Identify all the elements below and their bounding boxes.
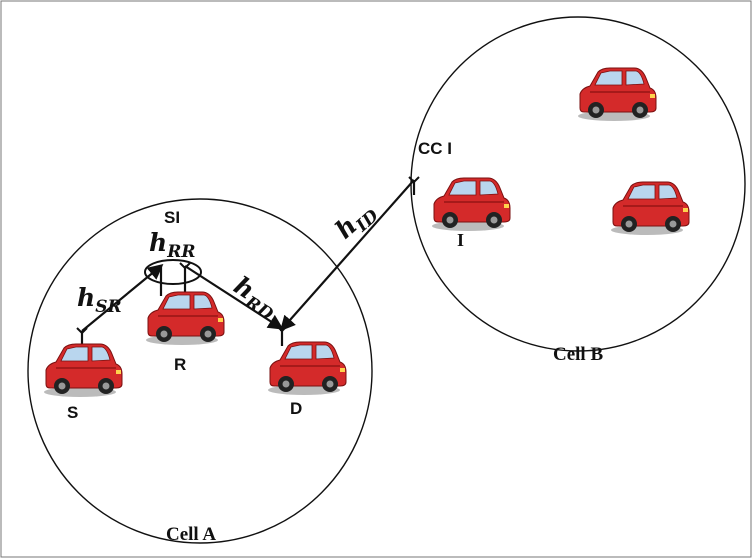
label-self-interference: SI [164,208,180,227]
car-icon-cell-b-1 [577,67,657,122]
car-icon-d [267,341,347,396]
car-icon-r [145,291,225,346]
antenna-d [276,325,288,346]
cell-a-label: Cell A [166,524,216,545]
channel-label-hrr: hRR [149,228,195,262]
antenna-i [408,176,420,195]
channel-label-hid: hID [330,195,383,248]
car-icon-s [43,343,123,398]
car-icon-i [431,177,511,232]
node-label-d: D [290,399,302,418]
car-icon-cell-b-2 [610,181,690,236]
node-label-i: I [457,230,464,250]
label-cci: CC I [418,139,452,158]
link-i-to-d [279,179,415,332]
self-interference-loop [144,259,202,285]
node-label-s: S [67,403,78,422]
antenna-r-rx [179,262,191,296]
cell-b-label: Cell B [553,344,603,365]
channel-label-hrd: hRD [226,271,284,325]
node-label-r: R [174,355,186,374]
channel-label-hsr: hSR [77,283,122,317]
cell-a-circle [27,198,373,544]
link-r-to-d [184,265,284,330]
